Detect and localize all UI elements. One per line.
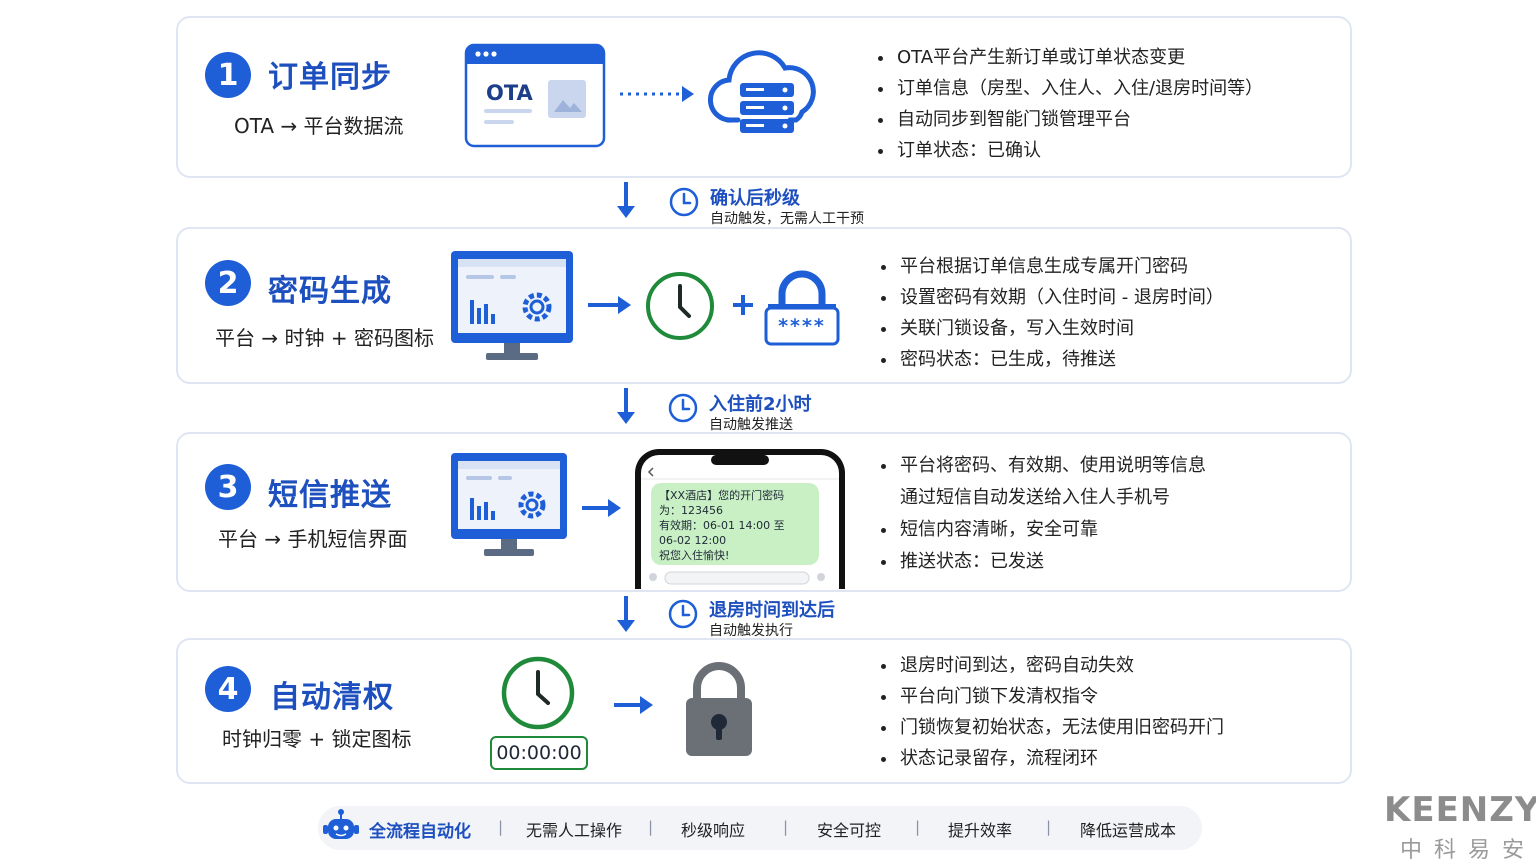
clock-icon [501, 656, 575, 730]
connector-subtitle: 自动触发推送 [709, 417, 793, 433]
bullet-item: 密码状态：已生成，待推送 [878, 344, 1224, 375]
connector-title: 确认后秒级 [710, 188, 800, 209]
footer-separator: | [915, 818, 921, 836]
footer-separator: | [498, 818, 504, 836]
clock-icon [669, 187, 699, 217]
bullet-item: 平台将密码、有效期、使用说明等信息 [878, 450, 1206, 482]
step-3-bullets: 平台将密码、有效期、使用说明等信息 通过短信自动发送给入住人手机号 短信内容清晰… [878, 450, 1206, 578]
step-3-subtitle: 平台 → 手机短信界面 [218, 527, 408, 551]
down-arrow-icon [617, 596, 635, 632]
bullet-item: 短信内容清晰，安全可靠 [878, 514, 1206, 546]
sms-bubble: 【XX酒店】您的开门密码 为：123456 有效期：06-01 14:00 至 … [651, 483, 819, 565]
footer-bar [318, 806, 1202, 850]
phone-sms-screen: 【XX酒店】您的开门密码 为：123456 有效期：06-01 14:00 至 … [633, 447, 847, 589]
dotted-arrow-icon [620, 86, 694, 102]
ota-browser-icon: OTA [464, 43, 606, 148]
footer-item: 提升效率 [948, 821, 1013, 840]
step-2-number: 2 [205, 260, 251, 306]
footer-separator: | [783, 818, 789, 836]
bullet-item: 设置密码有效期（入住时间 - 退房时间） [878, 282, 1224, 313]
bullet-item: 退房时间到达，密码自动失效 [878, 650, 1224, 681]
monitor-icon [451, 251, 573, 360]
step-2-title: 密码生成 [268, 274, 392, 309]
footer-separator: | [1046, 818, 1052, 836]
connector-subtitle: 自动触发执行 [709, 623, 793, 639]
step-3-number: 3 [205, 464, 251, 510]
connector-subtitle: 自动触发，无需人工干预 [710, 211, 864, 227]
right-arrow-icon [614, 696, 653, 714]
monitor-icon [451, 453, 567, 556]
footer-main-label: 全流程自动化 [369, 822, 471, 842]
footer-item: 降低运营成本 [1080, 821, 1177, 840]
sms-line: 【XX酒店】您的开门密码 [659, 489, 785, 502]
lock-icon [686, 662, 752, 756]
connector-title: 退房时间到达后 [709, 600, 835, 621]
sms-line: 祝您入住愉快! [659, 549, 730, 562]
bullet-item: 订单信息（房型、入住人、入住/退房时间等） [875, 73, 1263, 104]
robot-icon [323, 809, 359, 839]
step-4-number: 4 [205, 666, 251, 712]
bullet-item: 状态记录留存，流程闭环 [878, 743, 1224, 774]
step-2-subtitle: 平台 → 时钟 + 密码图标 [215, 326, 434, 350]
bullet-item: OTA平台产生新订单或订单状态变更 [875, 42, 1263, 73]
footer-item: 安全可控 [817, 821, 882, 840]
brand-logo-text: KEENZY [1384, 790, 1536, 830]
right-arrow-icon [582, 499, 621, 517]
bullet-item: 推送状态：已发送 [878, 546, 1206, 578]
sms-line: 为：123456 [659, 504, 723, 517]
footer-item: 秒级响应 [681, 821, 746, 840]
countdown-timer: 00:00:00 [490, 736, 588, 770]
bullet-item: 订单状态：已确认 [875, 135, 1263, 166]
clock-icon [668, 599, 698, 629]
step-1-bullets: OTA平台产生新订单或订单状态变更 订单信息（房型、入住人、入住/退房时间等） … [875, 42, 1263, 166]
bullet-item: 门锁恢复初始状态，无法使用旧密码开门 [878, 712, 1224, 743]
step-4-bullets: 退房时间到达，密码自动失效 平台向门锁下发清权指令 门锁恢复初始状态，无法使用旧… [878, 650, 1224, 774]
step-4-title: 自动清权 [270, 680, 394, 715]
clock-icon [646, 272, 714, 340]
down-arrow-icon [617, 182, 635, 218]
bullet-item: 平台向门锁下发清权指令 [878, 681, 1224, 712]
footer-separator: | [648, 818, 654, 836]
step-1-subtitle: OTA → 平台数据流 [234, 114, 404, 138]
step-1-title: 订单同步 [268, 60, 392, 95]
bullet-item: 自动同步到智能门锁管理平台 [875, 104, 1263, 135]
step-4-card [176, 638, 1352, 784]
clock-icon [668, 393, 698, 423]
connector-title: 入住前2小时 [709, 394, 812, 415]
sms-line: 有效期：06-01 14:00 至 [659, 519, 785, 532]
step-2-card [176, 227, 1352, 384]
bullet-item: 关联门锁设备，写入生效时间 [878, 313, 1224, 344]
step-4-subtitle: 时钟归零 + 锁定图标 [222, 727, 412, 751]
right-arrow-icon [588, 296, 631, 314]
bullet-item: 平台根据订单信息生成专属开门密码 [878, 251, 1224, 282]
bullet-item-continuation: 通过短信自动发送给入住人手机号 [900, 487, 1170, 508]
brand-logo-cn: 中科易安 [1400, 838, 1536, 863]
down-arrow-icon [617, 388, 635, 424]
step-2-bullets: 平台根据订单信息生成专属开门密码 设置密码有效期（入住时间 - 退房时间） 关联… [878, 251, 1224, 375]
step-3-title: 短信推送 [268, 478, 392, 513]
sms-line: 06-02 12:00 [659, 534, 727, 547]
ota-label: OTA [486, 81, 534, 105]
step-1-number: 1 [205, 52, 251, 98]
password-lock-icon: **** [764, 270, 840, 346]
password-mask: **** [778, 315, 826, 337]
footer-item: 无需人工操作 [526, 821, 623, 840]
plus-icon [733, 295, 753, 315]
cloud-server-icon [708, 50, 816, 133]
